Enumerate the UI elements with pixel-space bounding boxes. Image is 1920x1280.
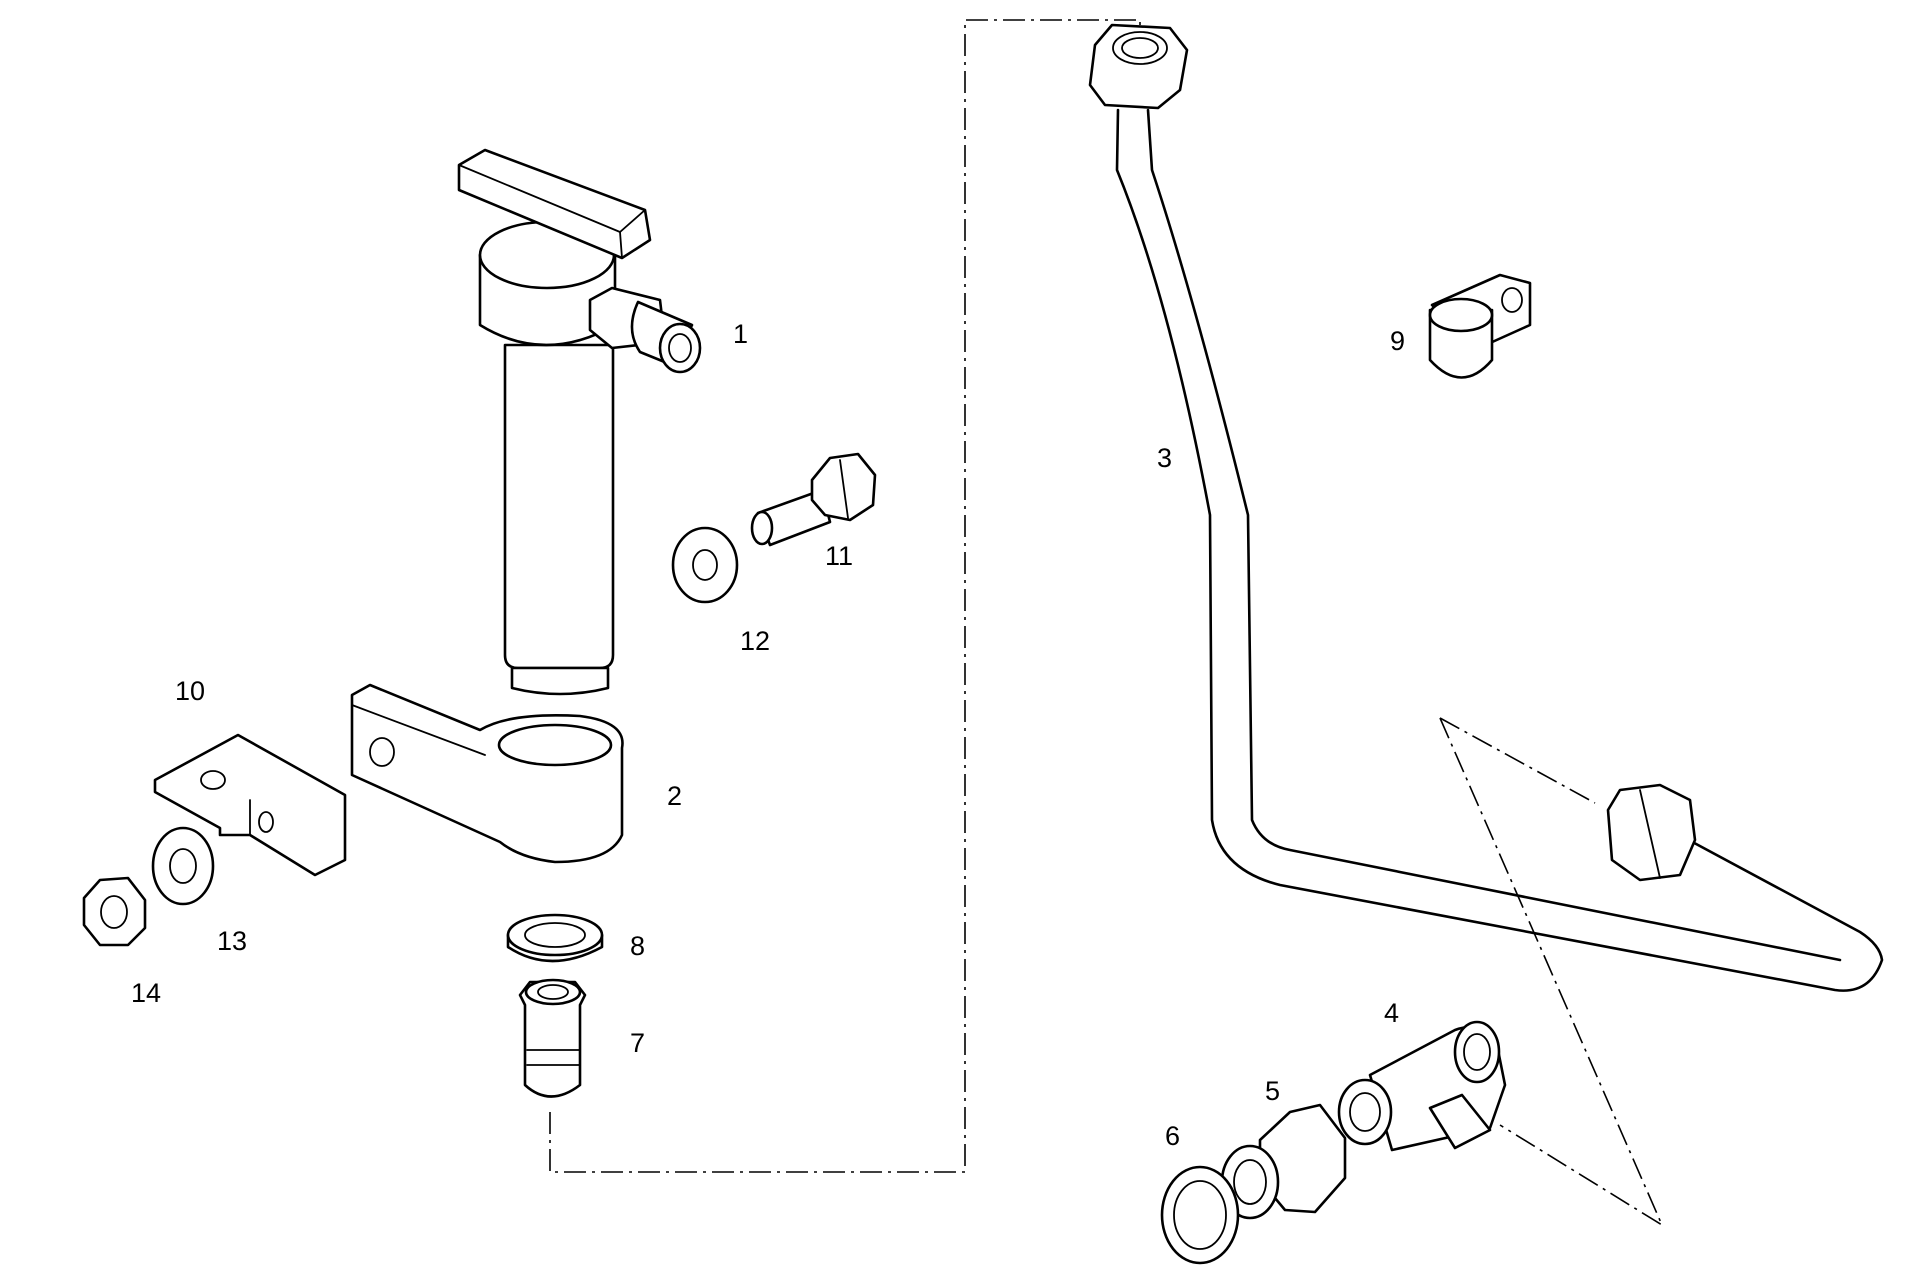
part-8-washer: [506, 913, 604, 963]
part-14-nut: [82, 876, 147, 947]
callout-2: 2: [667, 781, 682, 811]
callout-5: 5: [1265, 1076, 1280, 1106]
callout-13: 13: [217, 926, 247, 956]
part-13-washer: [151, 826, 215, 906]
callout-3: 3: [1157, 443, 1172, 473]
callout-9: 9: [1390, 326, 1405, 356]
part-10-bracket: [153, 733, 347, 877]
part-6-seal-ring: [1160, 1165, 1240, 1265]
callout-14: 14: [131, 978, 161, 1008]
callout-12: 12: [740, 626, 770, 656]
callout-10: 10: [175, 676, 205, 706]
callout-7: 7: [630, 1028, 645, 1058]
callout-8: 8: [630, 931, 645, 961]
part-11-bolt: [750, 452, 877, 547]
callout-11: 11: [825, 541, 853, 571]
callout-4: 4: [1384, 998, 1399, 1028]
callout-6: 6: [1165, 1121, 1180, 1151]
part-7-fitting: [518, 978, 587, 1098]
part-9-pipe-clip: [1428, 273, 1532, 379]
part-3-pipe: [1088, 23, 1884, 992]
part-1-hand-pump: [457, 148, 702, 696]
part-5-union-nut: [1220, 1103, 1347, 1220]
part-2-clamp: [350, 683, 624, 864]
assembly-line-tee-to-pipe: [1439, 717, 1664, 1228]
part-12-washer: [671, 526, 739, 604]
assembly-line-pump-to-pipe: [549, 19, 1141, 1173]
part-4-tee-fitting: [1337, 1020, 1507, 1152]
callout-1: 1: [733, 319, 748, 349]
